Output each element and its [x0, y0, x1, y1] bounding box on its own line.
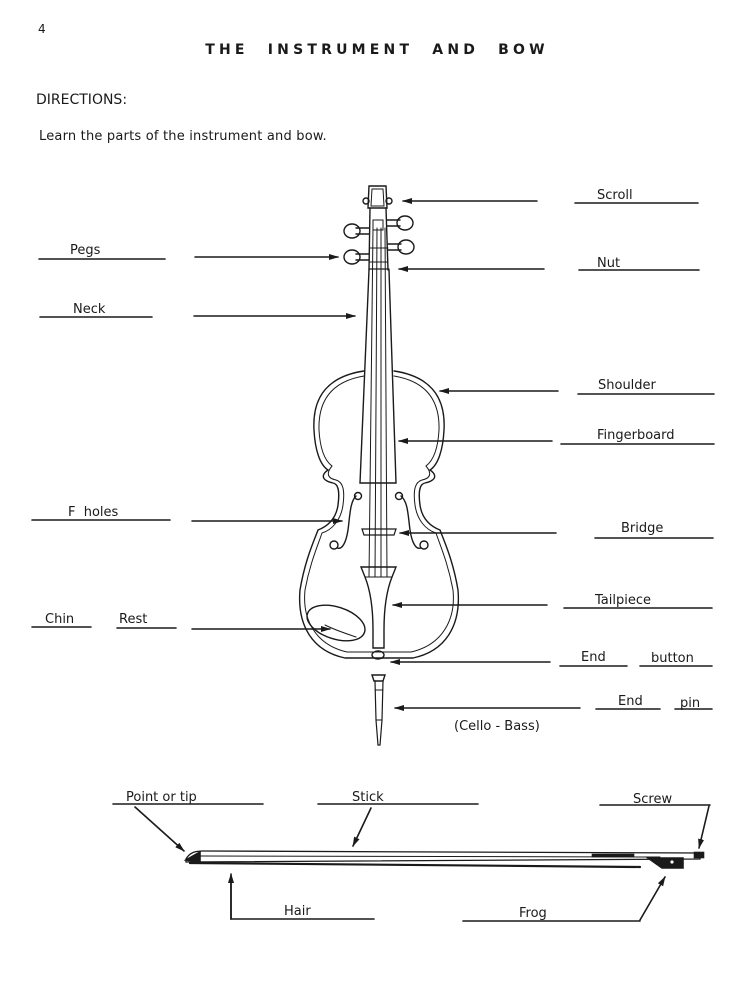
label-hair: Hair — [284, 904, 311, 919]
label-f-holes: F holes — [68, 505, 119, 520]
label-scroll: Scroll — [597, 188, 633, 203]
label-bridge: Bridge — [621, 521, 664, 536]
label-frog: Frog — [519, 906, 547, 921]
label-underlines-left — [31, 258, 177, 629]
label-underlines-right — [559, 202, 715, 710]
page-number: 4 — [38, 22, 46, 36]
label-nut: Nut — [597, 256, 621, 271]
arrows-left — [191, 254, 356, 632]
label-end-pin-2: pin — [680, 696, 701, 711]
label-rest: Rest — [119, 612, 148, 627]
label-neck: Neck — [73, 302, 106, 317]
arrows-right — [390, 198, 581, 711]
label-point-or-tip: Point or tip — [126, 790, 197, 805]
label-end-button-1: End — [581, 650, 606, 665]
label-end-pin-1: End — [618, 694, 643, 709]
label-end-button-2: button — [651, 651, 694, 666]
label-pegs: Pegs — [70, 243, 101, 258]
bow-drawing — [112, 803, 711, 922]
end-pin-note: (Cello - Bass) — [454, 719, 540, 734]
directions-text: Learn the parts of the instrument and bo… — [39, 129, 327, 144]
label-tailpiece: Tailpiece — [595, 593, 651, 608]
page-title: THE INSTRUMENT AND BOW — [205, 42, 549, 58]
label-stick: Stick — [352, 790, 384, 805]
label-chin: Chin — [45, 612, 75, 627]
violin-drawing — [298, 185, 460, 746]
label-screw: Screw — [633, 792, 673, 807]
directions-heading: DIRECTIONS: — [36, 92, 128, 108]
label-fingerboard: Fingerboard — [597, 428, 675, 443]
label-shoulder: Shoulder — [598, 378, 656, 393]
